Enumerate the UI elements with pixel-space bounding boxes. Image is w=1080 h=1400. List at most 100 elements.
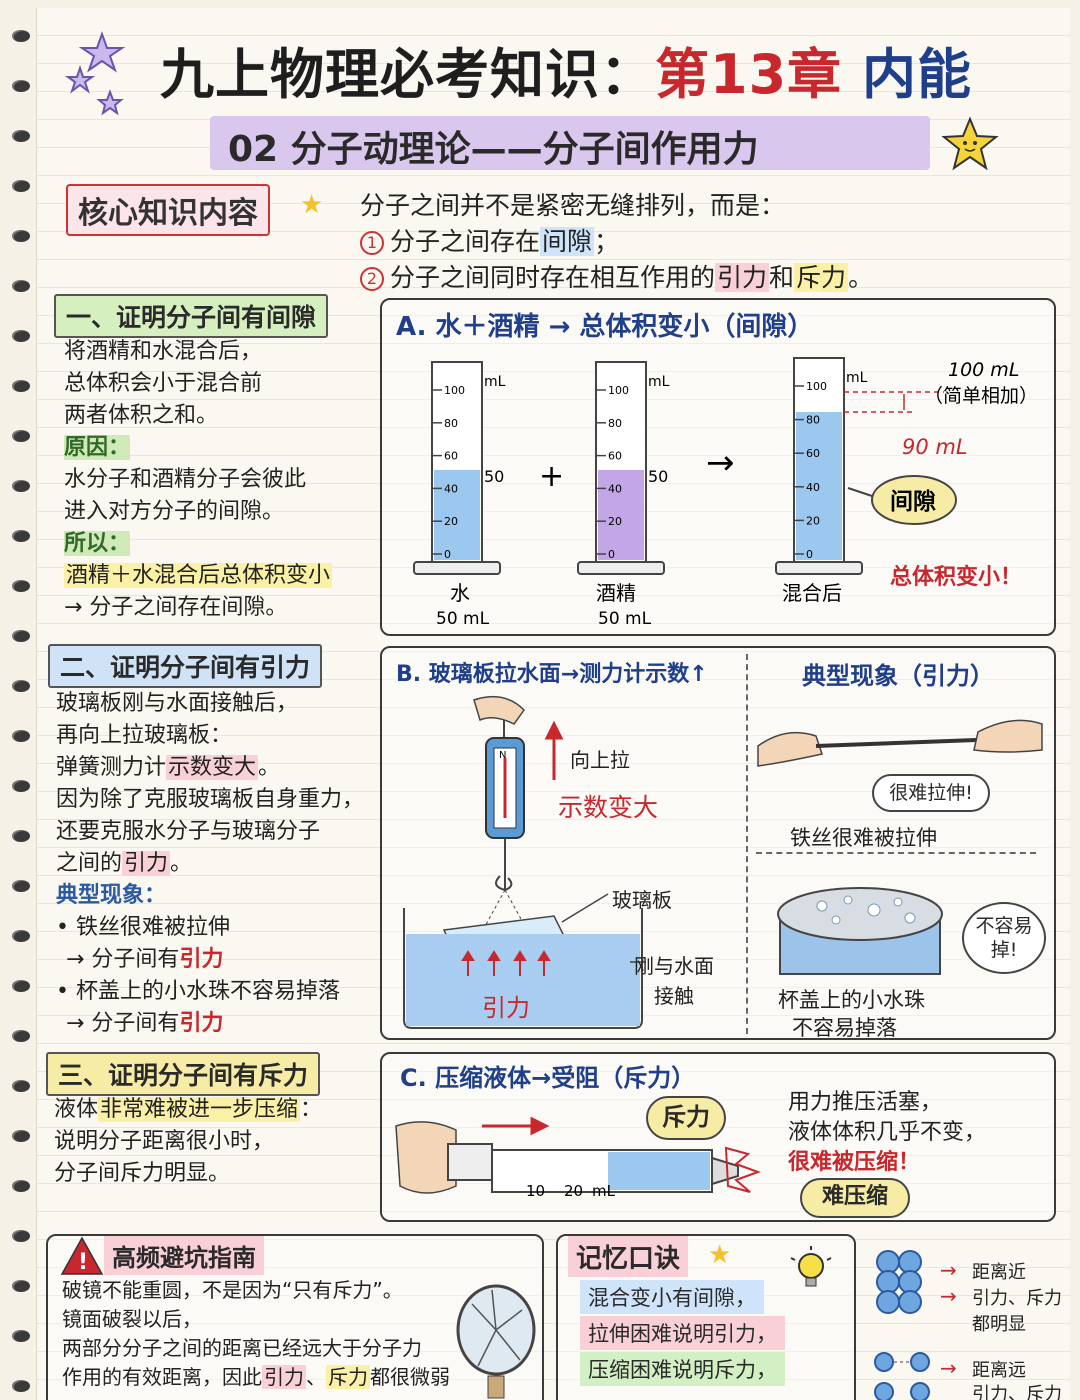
spiral-ring	[12, 1130, 30, 1142]
broken-mirror-icon	[452, 1280, 538, 1400]
page-title: 九上物理必考知识：第13章 内能	[160, 30, 972, 109]
section1-heading: 一、证明分子间有间隙	[54, 294, 329, 338]
text-line: 进入对方分子的间隙。	[64, 499, 285, 524]
text-line: 总体积会小于混合前	[64, 371, 263, 396]
text-line: 说明分子距离很小时，	[54, 1129, 275, 1154]
panel-c-text-1: 用力推压活塞，	[788, 1090, 943, 1115]
spiral-ring	[12, 180, 30, 192]
spiral-ring	[12, 280, 30, 292]
punct: 。	[170, 851, 193, 876]
tick-label: 60	[608, 450, 622, 463]
panel-c	[380, 1052, 1056, 1222]
tick-label: 0	[806, 548, 813, 561]
spiral-ring	[12, 980, 30, 992]
text-line: 破镜不能重圆，不是因为“只有斥力”。	[62, 1278, 403, 1302]
panel-b-divider	[746, 654, 748, 1034]
spiral-ring	[12, 1330, 30, 1342]
cylinder-label: 混合后	[782, 581, 842, 605]
bubble-text: 掉!	[990, 939, 1018, 961]
tick-label: 40	[608, 482, 622, 495]
spiral-ring	[12, 830, 30, 842]
spring-scale-illustration: N	[384, 690, 744, 1039]
red-keyword: 引力	[179, 947, 224, 972]
cup-bubble: 不容易 掉!	[962, 902, 1046, 974]
bubble-text: 不容易	[975, 915, 1033, 937]
tick-label: 100	[806, 380, 827, 393]
tick-label: 40	[444, 482, 458, 495]
title-text: 九上物理必考知识：	[160, 43, 655, 106]
panel-b-title: B. 玻璃板拉水面→测力计示数↑	[396, 662, 708, 687]
text-span: → 分子间有	[66, 947, 180, 972]
text-line: 因为除了克服玻璃板自身重力，	[56, 787, 365, 812]
title-topic: 内能	[861, 43, 972, 106]
repulsion-bubble: 斥力	[646, 1096, 726, 1140]
syringe-illustration: 10 20 mL	[386, 1096, 766, 1220]
scale-unit: N	[499, 750, 506, 761]
tick-label: 20	[444, 515, 458, 528]
spiral-ring	[12, 330, 30, 342]
spiral-ring	[12, 230, 30, 242]
text-line: 将酒精和水混合后，	[64, 339, 263, 364]
panel-b-typical-title: 典型现象（引力）	[802, 662, 994, 690]
text-span: 弹簧测力计	[56, 755, 167, 780]
spiral-ring	[12, 680, 30, 692]
text-span: 液体	[54, 1097, 99, 1122]
highlight-attraction: 引力	[122, 851, 171, 876]
pitfall-body: 破镜不能重圆，不是因为“只有斥力”。 镜面破裂以后， 两部分分子之间的距离已经远…	[62, 1276, 450, 1392]
tick-label: 80	[444, 417, 458, 430]
highlight-gap: 间隙	[540, 227, 595, 256]
tick-label: 20	[806, 514, 820, 527]
punct: 。	[258, 755, 281, 780]
title-chapter: 第13章	[655, 43, 843, 106]
number-badge: 1	[360, 231, 384, 255]
warning-icon: !	[60, 1236, 104, 1280]
section3-heading: 三、证明分子间有斥力	[46, 1052, 321, 1096]
cup-caption-1: 杯盖上的小水珠	[778, 988, 925, 1012]
star-doodle-icon	[62, 26, 142, 130]
gap-bubble	[871, 475, 957, 525]
text-line: → 分子之间存在间隙。	[64, 595, 288, 620]
molecules-near-icon	[870, 1246, 940, 1320]
cylinder-volume: 50 mL	[436, 609, 490, 629]
cylinder-mixed	[775, 357, 944, 575]
red-keyword: 引力	[179, 1011, 224, 1036]
molecules-far-icon	[870, 1348, 940, 1400]
panel-c-title: C. 压缩液体→受阻（斥力）	[400, 1064, 696, 1092]
text-line: 还要克服水分子与玻璃分子	[56, 819, 321, 844]
conjunction: 和	[769, 263, 795, 292]
panel-b-divider-h	[756, 852, 1036, 854]
text-line: 玻璃板刚与水面接触后，	[56, 691, 299, 716]
text-span: 都很微弱	[370, 1365, 450, 1389]
plus-sign: +	[539, 459, 564, 494]
highlight-attraction: 引力	[262, 1365, 306, 1389]
spiral-ring	[12, 130, 30, 142]
punct: ；	[594, 227, 620, 256]
hard-compress-bubble: 难压缩	[800, 1178, 910, 1218]
note-simple-sum: （简单相加）	[924, 385, 1038, 407]
near-line-3: 都明显	[972, 1314, 1026, 1335]
level-mark: 50	[648, 467, 668, 486]
spiral-ring	[12, 1230, 30, 1242]
page-subtitle: 02 分子动理论——分子间作用力	[210, 116, 930, 170]
far-line-1: 距离远	[972, 1360, 1026, 1381]
reason-label: 原因：	[64, 435, 131, 460]
spiral-ring	[12, 730, 30, 742]
punct: 。	[848, 263, 874, 292]
cylinder-alcohol	[577, 361, 665, 575]
pitfall-heading: 高频避坑指南	[104, 1236, 264, 1275]
note-90ml: 90 mL	[902, 435, 968, 459]
unit-label: mL	[648, 374, 670, 390]
syringe-tick: 10	[526, 1182, 545, 1200]
contact-label-1: 刚与水面	[634, 954, 714, 978]
memo-item-3: 压缩困难说明斥力，	[580, 1352, 785, 1386]
tick-label: 60	[444, 450, 458, 463]
tick-label: 40	[806, 481, 820, 494]
text-span: → 分子间有	[66, 1011, 180, 1036]
punct: ：	[300, 1097, 323, 1122]
spiral-ring	[12, 1180, 30, 1192]
tick-label: 80	[608, 417, 622, 430]
section1-body: 将酒精和水混合后， 总体积会小于混合前 两者体积之和。 原因： 水分子和酒精分子…	[64, 336, 333, 624]
arrow-right-icon: →	[940, 1284, 957, 1308]
